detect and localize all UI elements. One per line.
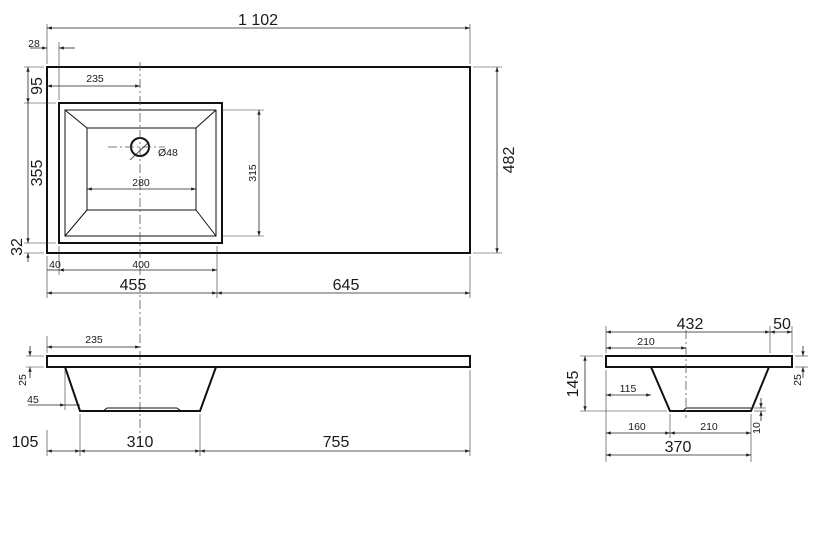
dim-bowl-width: 400 [132, 259, 150, 271]
dim-side-bowl-bottom-width: 210 [700, 421, 718, 433]
dim-overall-depth: 482 [501, 147, 518, 174]
side-bowl-profile [650, 366, 770, 412]
dim-bowl-bottom-width: 280 [132, 177, 150, 189]
dim-side-bottom-step: 10 [751, 422, 763, 434]
bowl-inner-rim [64, 109, 217, 237]
dim-side-total-height: 145 [565, 371, 582, 398]
dim-front-skirt-offset: 45 [27, 394, 39, 406]
front-slab [46, 355, 471, 368]
dim-left-margin: 40 [49, 259, 61, 271]
dim-left-section: 455 [120, 277, 147, 294]
dim-side-overall-bowl-width: 370 [665, 439, 692, 456]
dim-tap-to-edge: 235 [86, 73, 104, 85]
bowl-bottom [86, 127, 197, 211]
side-slab [605, 355, 793, 368]
front-view: 235 25 45 105 310 755 [12, 334, 471, 456]
dim-side-back-offset: 50 [773, 316, 791, 333]
dim-back-margin: 32 [9, 238, 26, 256]
front-bowl-profile [64, 366, 217, 412]
dim-side-slab-thickness: 25 [792, 374, 804, 386]
dim-side-bowl-bottom-offset: 160 [628, 421, 646, 433]
dim-tap-hole: Ø48 [158, 147, 178, 159]
side-view: 432 50 210 25 145 115 160 210 10 [565, 316, 808, 462]
dim-bowl-depth: 355 [29, 160, 46, 187]
dim-edge-offset: 28 [28, 38, 40, 50]
dim-front-left-section: 105 [12, 434, 39, 451]
dim-front-margin: 95 [29, 77, 46, 95]
countertop-outline [46, 66, 471, 254]
dim-side-front-to-bowl: 115 [620, 383, 637, 395]
dim-front-right-section: 755 [323, 434, 350, 451]
dim-side-depth: 432 [677, 316, 704, 333]
dim-right-section: 645 [333, 277, 360, 294]
bowl-outer-rim [58, 102, 223, 244]
dim-front-center-to-edge: 235 [85, 334, 103, 346]
dim-front-slab-thickness: 25 [17, 374, 29, 386]
top-view: 1 102 28 235 95 355 32 Ø48 280 315 [9, 12, 518, 440]
dim-front-middle-section: 310 [127, 434, 154, 451]
dim-bowl-inner-depth: 315 [247, 164, 259, 182]
dim-overall-length: 1 102 [238, 12, 278, 29]
dim-side-center-to-front: 210 [637, 336, 655, 348]
